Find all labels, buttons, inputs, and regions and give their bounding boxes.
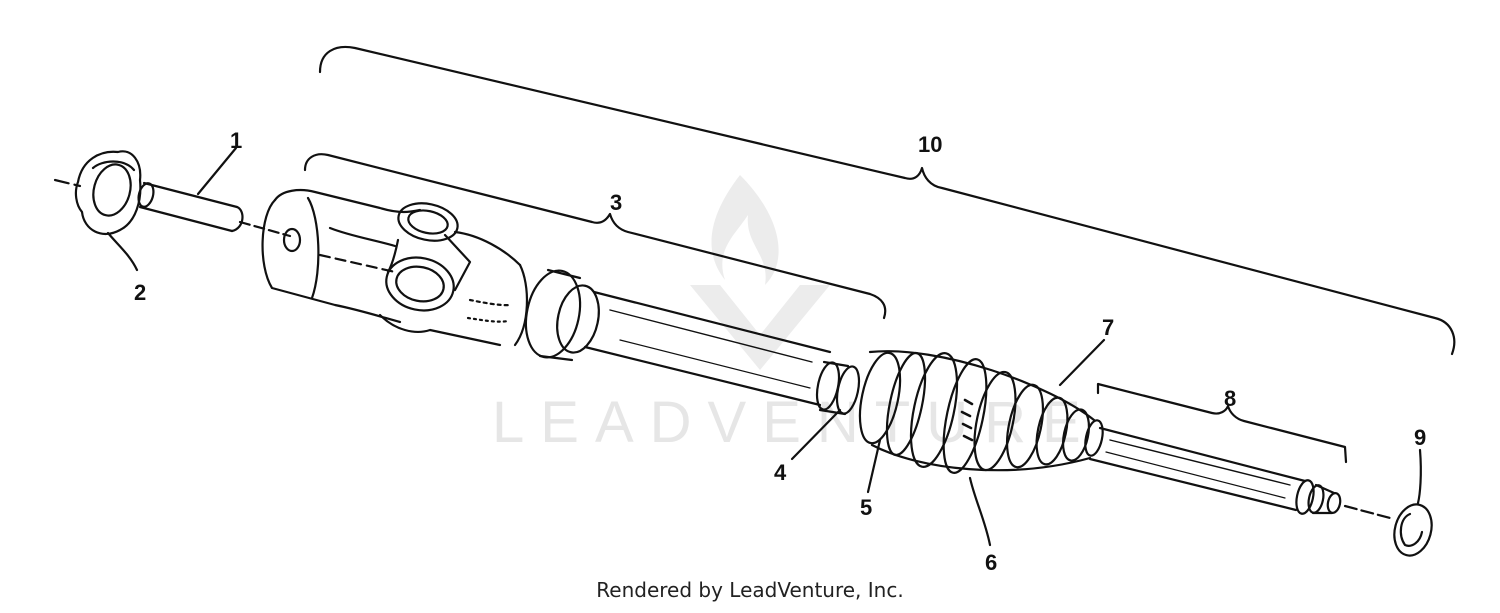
callout-8: 8 [1224,386,1236,411]
part-2-seal [74,150,142,236]
bracket-8 [1096,382,1348,464]
part-4-ring [815,360,861,416]
part-8-stub-shaft [1088,426,1342,515]
callout-5: 5 [860,495,872,520]
part-1-pin [137,181,244,233]
axle-shaft [583,290,832,407]
callout-9: 9 [1414,425,1426,450]
watermark-flame-icon [711,175,779,285]
bracket-10 [318,45,1456,356]
leader-4 [790,408,842,461]
callout-7: 7 [1102,315,1114,340]
part-9-snap-ring [1393,503,1433,557]
rendered-by-credit: Rendered by LeadVenture, Inc. [596,578,904,602]
leader-9 [1416,448,1422,505]
leader-5 [866,438,882,494]
callout-1: 1 [230,128,242,153]
watermark-v-icon [690,285,830,370]
leadventure-watermark: LEADVENTURE [492,175,1081,455]
callout-6: 6 [985,550,997,575]
callout-labels: 1 2 3 4 5 6 7 8 9 10 [134,128,1426,575]
leader-1 [196,146,238,196]
leader-2 [106,231,139,272]
callout-4: 4 [774,460,787,485]
centerline-pin [238,220,292,238]
centerline-right [1343,504,1392,520]
leader-6 [968,476,992,547]
cv-boot-bellows [858,350,1104,474]
leader-7 [1058,338,1106,387]
bracket-3 [303,153,887,320]
callout-10: 10 [918,132,942,157]
callout-3: 3 [610,190,622,215]
part-3-yoke-housing [261,189,600,362]
centerline-left [53,178,82,188]
callout-2: 2 [134,280,146,305]
